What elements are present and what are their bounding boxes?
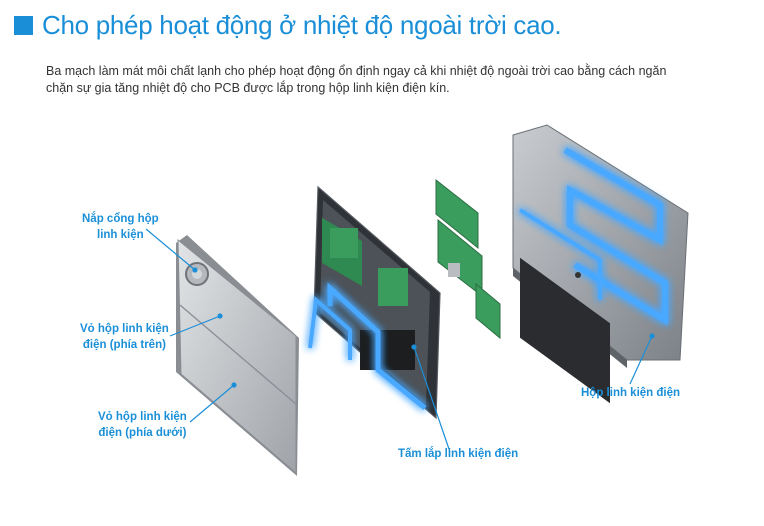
description-text: Ba mạch làm mát môi chất lạnh cho phép h… xyxy=(46,64,667,95)
section-heading: Cho phép hoạt động ở nhiệt độ ngoài trời… xyxy=(14,10,562,41)
box-cover xyxy=(176,235,299,476)
pcb-boards xyxy=(435,178,501,340)
component-box xyxy=(512,124,689,404)
label-lower-cover: Vỏ hộp linh kiện điện (phía dưới) xyxy=(98,411,187,439)
leader-lines xyxy=(145,228,653,453)
heading-text: Cho phép hoạt động ở nhiệt độ ngoài trời… xyxy=(42,10,562,40)
heading-square-icon xyxy=(14,16,33,35)
mounting-plate xyxy=(308,185,441,420)
label-mounting-plate: Tấm lắp linh kiện điện xyxy=(398,448,519,460)
label-component-box: Hộp linh kiện điện xyxy=(581,387,681,399)
label-port-cap: Nắp cổng hộp linh kiện xyxy=(82,213,159,241)
leader-dots xyxy=(192,267,655,388)
label-upper-cover: Vỏ hộp linh kiện điện (phía trên) xyxy=(80,323,169,351)
